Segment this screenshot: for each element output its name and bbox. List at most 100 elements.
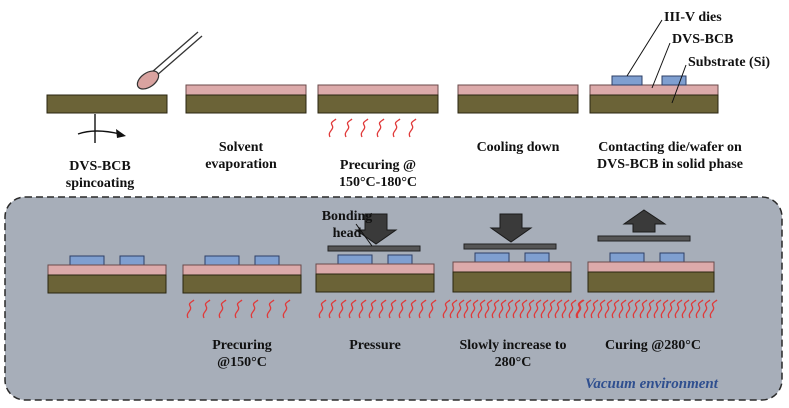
heat-wave-stroke [186, 299, 195, 319]
top-step4-label: Cooling down [458, 139, 578, 156]
top-step1-label-line2: spincoating [65, 176, 135, 191]
heat-wave-stroke [392, 118, 401, 138]
bottom-step3-label: Slowly increase to 280°C [443, 337, 583, 371]
heat-wave-stroke [202, 299, 211, 319]
die [337, 254, 373, 265]
heat-wave-stroke [639, 299, 648, 319]
heat-wave-stroke [554, 299, 563, 319]
top-step5-label: Contacting die/wafer on DVS-BCB in solid… [580, 139, 760, 173]
vacuum-environment-label: Vacuum environment [585, 376, 718, 392]
heat-wave-stroke [625, 299, 634, 319]
die [69, 255, 105, 266]
die [204, 255, 240, 266]
substrate-layer [185, 94, 307, 114]
bottom-step2-label-line1: Pressure [349, 338, 401, 353]
heat-wave-stroke [590, 299, 599, 319]
heat-wave-stroke [498, 299, 507, 319]
die [659, 252, 685, 263]
bcb-layer [47, 264, 167, 276]
substrate-layer [46, 94, 168, 114]
bottom-step1-stack [182, 255, 302, 294]
substrate-layer [452, 271, 572, 293]
bcb-layer [317, 84, 439, 96]
heat-wave-stroke [540, 299, 549, 319]
heat-wave-stroke [368, 299, 377, 319]
heat-wave-stroke [442, 299, 451, 319]
top-step3-label: Precuring @ 150°C-180°C [318, 157, 438, 191]
heat-wave-icon [328, 118, 417, 138]
heat-wave-stroke [328, 299, 337, 319]
bcb-layer [589, 84, 719, 96]
rotation-arrow-icon [77, 114, 126, 143]
bcb-layer [315, 263, 435, 275]
top-step5-stack [589, 75, 719, 114]
bonding-head-label-line2: head [332, 226, 362, 241]
substrate-layer [457, 94, 579, 114]
heat-wave-stroke [512, 299, 521, 319]
bottom-step3-label-line1: Slowly increase to [459, 338, 567, 353]
bcb-layer [457, 84, 579, 96]
heat-wave-stroke [526, 299, 535, 319]
heat-wave-stroke [470, 299, 479, 319]
heat-wave-icon [576, 299, 718, 319]
heat-wave-stroke [418, 299, 427, 319]
heat-wave-icon [186, 299, 291, 319]
heat-wave-stroke [266, 299, 275, 319]
heat-wave-stroke [568, 299, 577, 319]
heat-wave-stroke [408, 118, 417, 138]
bcb-layer [452, 261, 572, 273]
heat-wave-stroke [428, 299, 437, 319]
top-step3-label-line1: Precuring @ [339, 158, 417, 173]
top-step1-spincoating-stack [46, 94, 168, 114]
top-step4-stack [457, 84, 579, 114]
substrate-layer [182, 274, 302, 294]
heat-wave-stroke [611, 299, 620, 319]
press-down-arrow-icon [489, 213, 533, 243]
heat-wave-stroke [398, 299, 407, 319]
heat-wave-stroke [681, 299, 690, 319]
heat-wave-stroke [376, 118, 385, 138]
substrate-layer [589, 94, 719, 114]
heat-wave-stroke [688, 299, 697, 319]
top-step5-label-line2: DVS-BCB in solid phase [597, 157, 743, 172]
top-step3-label-line2: 150°C-180°C [338, 175, 418, 190]
bottom-step2-label: Pressure [315, 337, 435, 354]
bottom-step3-stack [452, 243, 572, 293]
top-step1-label: DVS-BCB spincoating [40, 158, 160, 192]
callout-substrate-label: Substrate (Si) [688, 55, 771, 70]
bottom-step3-label-line2: 280°C [494, 355, 532, 370]
bonding-head-label-line1: Bonding [321, 209, 373, 224]
top-step2-label: Solvent evaporation [186, 139, 296, 173]
heat-wave-stroke [338, 299, 347, 319]
heat-wave-stroke [491, 299, 500, 319]
bonding-head [597, 235, 691, 242]
heat-wave-icon [442, 299, 584, 319]
lift-up-arrow-icon [622, 209, 667, 233]
heat-wave-stroke [533, 299, 542, 319]
die [474, 252, 510, 263]
bonding-head [327, 245, 421, 252]
heat-wave-stroke [282, 299, 291, 319]
callout-leader-bcb [651, 42, 671, 89]
callout-bcb-label: DVS-BCB [672, 32, 734, 47]
callout-leader-substrate [671, 64, 687, 104]
heat-wave-stroke [358, 299, 367, 319]
heat-wave-stroke [456, 299, 465, 319]
top-step2-label-line1: Solvent [218, 140, 264, 155]
bottom-step0-stack [47, 255, 167, 294]
heat-wave-stroke [576, 299, 585, 319]
press-down-arrow-icon [354, 213, 398, 245]
heat-wave-stroke [408, 299, 417, 319]
heat-wave-stroke [250, 299, 259, 319]
callout-dies-label: III-V dies [664, 10, 722, 25]
vacuum-environment-panel [4, 196, 783, 401]
heat-wave-stroke [674, 299, 683, 319]
bottom-step1-label-line1: Precuring [212, 338, 272, 353]
die [611, 75, 643, 86]
die [387, 254, 413, 265]
substrate-layer [317, 94, 439, 114]
heat-wave-stroke [328, 118, 337, 138]
bonding-head [463, 243, 557, 250]
top-step2-stack [185, 84, 307, 114]
heat-wave-stroke [632, 299, 641, 319]
